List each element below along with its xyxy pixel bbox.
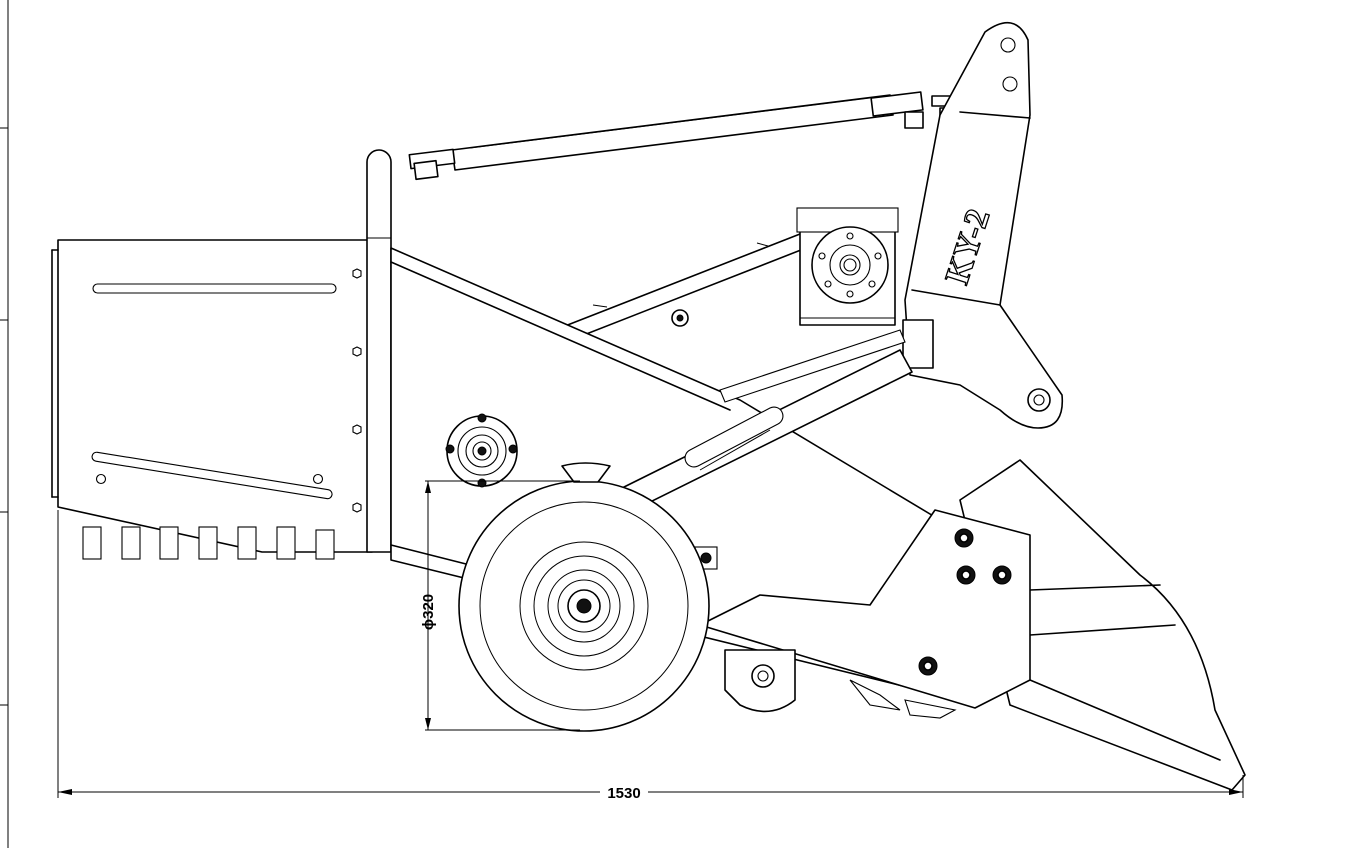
depth-wheel [458, 462, 710, 732]
svg-text:ϕ320: ϕ320 [420, 594, 437, 630]
hitch-tower: KY-2 [904, 22, 1064, 429]
shield-bolts [95, 268, 362, 513]
side-cover [699, 509, 1031, 709]
sheet-border [0, 0, 9, 848]
length-dimension: 1530 [57, 510, 1244, 802]
digging-share [959, 459, 1246, 791]
rear-comb-teeth [82, 526, 335, 560]
hub-flange [445, 309, 689, 488]
diameter-symbol: ϕ [420, 619, 437, 630]
rotor-drum [694, 546, 957, 719]
diameter-value: 320 [420, 594, 437, 619]
rear-post [366, 149, 392, 553]
wheel-arm [617, 329, 913, 513]
length-value: 1530 [607, 785, 640, 802]
slot-lower [91, 451, 333, 500]
slot-upper [92, 283, 337, 294]
diameter-dimension: ϕ320 [420, 480, 580, 731]
gearbox [796, 207, 934, 369]
rear-shield [51, 239, 373, 560]
top-link [408, 91, 963, 181]
